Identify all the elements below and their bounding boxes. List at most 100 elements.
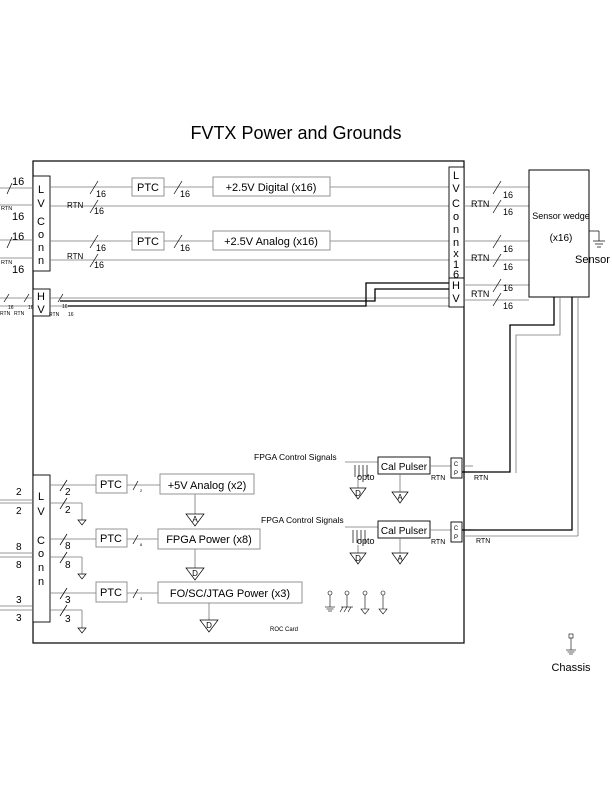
ptc-fo xyxy=(95,581,128,603)
svg-text:8: 8 xyxy=(65,541,71,552)
regulator-analog xyxy=(212,230,331,251)
svg-text:V: V xyxy=(37,506,45,518)
svg-text:16: 16 xyxy=(12,264,24,276)
svg-text:16: 16 xyxy=(8,305,14,311)
svg-text:16: 16 xyxy=(12,231,24,243)
diagram-title: FVTX Power and Grounds xyxy=(190,123,401,143)
bottom-left-counts: 2 2 8 8 3 3 xyxy=(16,487,22,624)
opto-2-marks xyxy=(352,530,366,543)
opto-1-marks xyxy=(354,465,368,477)
svg-text:3: 3 xyxy=(65,614,71,625)
digital-ground-icon xyxy=(349,552,367,565)
hv-left-slashes xyxy=(3,293,64,303)
svg-text:C: C xyxy=(37,216,45,228)
lv-connector-right-letters: L V C o n n x 1 6 xyxy=(452,170,460,281)
lv-connector-top-letters: L V C o n n xyxy=(37,184,45,267)
svg-text:D: D xyxy=(192,569,198,578)
digital-ground-icon xyxy=(199,619,219,633)
analog-row-wires xyxy=(50,240,449,261)
svg-text:L: L xyxy=(453,170,459,182)
svg-text:2: 2 xyxy=(65,505,71,516)
cal-pulser-2-label: Cal Pulser xyxy=(381,526,428,537)
ptc-5v xyxy=(95,474,128,494)
chassis-ground-icon xyxy=(566,633,576,655)
svg-text:A: A xyxy=(192,515,198,524)
sensor-side-label: Sensor xyxy=(575,254,610,266)
svg-text:A: A xyxy=(397,493,403,502)
svg-text:C: C xyxy=(454,526,459,532)
svg-text:16: 16 xyxy=(503,207,513,217)
svg-text:1: 1 xyxy=(453,259,459,271)
svg-text:3: 3 xyxy=(16,595,22,606)
svg-text:o: o xyxy=(453,211,459,223)
hv-connector-right xyxy=(448,277,465,308)
svg-text:2: 2 xyxy=(65,487,71,498)
hv-bold-line-1 xyxy=(60,288,449,302)
svg-text:x: x xyxy=(453,248,459,260)
digital-rtn: RTN xyxy=(67,201,84,210)
svg-text:PTC: PTC xyxy=(100,533,122,545)
svg-text:RTN: RTN xyxy=(476,538,490,545)
svg-text:n: n xyxy=(453,224,459,236)
svg-text:RTN: RTN xyxy=(471,199,489,209)
ptc-analog-label: PTC xyxy=(137,236,159,248)
svg-text:n: n xyxy=(453,237,459,249)
digital-rtn-count: 16 xyxy=(94,206,104,216)
regulator-digital xyxy=(212,176,331,197)
svg-text:V: V xyxy=(452,293,460,305)
right-output-wires xyxy=(464,186,529,301)
regulator-5v-analog xyxy=(159,473,255,495)
svg-text:o: o xyxy=(38,229,44,241)
small-ground-icon xyxy=(77,519,87,526)
svg-text:16: 16 xyxy=(12,176,24,188)
svg-text:RTN: RTN xyxy=(474,475,488,482)
cal-pulser-2 xyxy=(377,520,431,539)
ptc-fpga xyxy=(95,528,128,548)
svg-text:2: 2 xyxy=(140,488,143,493)
regulator-analog-label: +2.5V Analog (x16) xyxy=(224,236,318,248)
cal-pulser-1-label: Cal Pulser xyxy=(381,462,428,473)
svg-text:V: V xyxy=(37,304,45,316)
small-ground-icon xyxy=(77,627,87,634)
svg-text:C: C xyxy=(452,198,460,210)
svg-text:P: P xyxy=(454,471,458,477)
svg-text:PTC: PTC xyxy=(100,479,122,491)
roc-card-outline xyxy=(32,160,465,644)
svg-text:o: o xyxy=(38,548,44,560)
svg-text:H: H xyxy=(37,291,45,303)
svg-text:n: n xyxy=(38,255,44,267)
regulator-fo-sc-jtag xyxy=(157,581,303,604)
svg-text:n: n xyxy=(38,576,44,588)
svg-text:+5V Analog (x2): +5V Analog (x2) xyxy=(168,480,247,492)
sensor-wedge-count: (x16) xyxy=(550,233,573,244)
hv-connector-left xyxy=(32,288,51,317)
right-output-slashes xyxy=(492,180,502,307)
analog-ground-icon xyxy=(391,552,409,565)
svg-text:2: 2 xyxy=(16,487,22,498)
svg-text:L: L xyxy=(38,184,44,196)
svg-text:RTN: RTN xyxy=(1,206,12,212)
chassis-label: Chassis xyxy=(551,662,591,674)
ptc-analog xyxy=(131,231,165,251)
svg-text:6: 6 xyxy=(453,269,459,281)
svg-text:D: D xyxy=(355,554,361,563)
svg-text:2: 2 xyxy=(16,506,22,517)
svg-text:16: 16 xyxy=(503,262,513,272)
sensor-pulser-line-3 xyxy=(473,297,573,531)
analog-rtn-count: 16 xyxy=(94,260,104,270)
svg-text:8: 8 xyxy=(65,560,71,571)
analog-ptc-count: 16 xyxy=(180,243,190,253)
svg-text:3: 3 xyxy=(140,596,143,601)
fpga-control-label-2: FPGA Control Signals xyxy=(261,515,344,525)
cp-connector-1 xyxy=(450,457,463,479)
svg-text:RTN: RTN xyxy=(431,475,445,482)
svg-text:8: 8 xyxy=(140,542,143,547)
svg-text:H: H xyxy=(452,280,460,292)
top-left-rtn: RTN RTN xyxy=(1,206,12,266)
ptc-digital xyxy=(131,177,165,197)
roc-card-label: ROC Card xyxy=(270,627,298,633)
svg-text:16: 16 xyxy=(503,190,513,200)
svg-text:V: V xyxy=(37,198,45,210)
hv-bold-line-2 xyxy=(68,282,449,307)
